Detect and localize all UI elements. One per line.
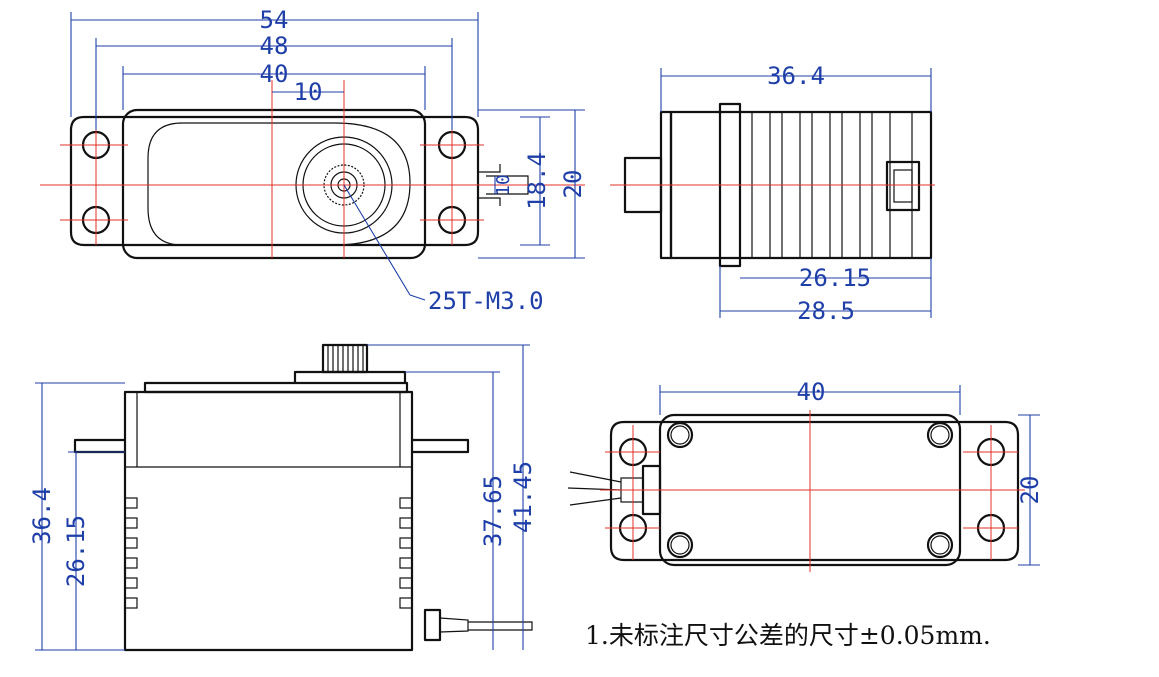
side-view-connector [885,160,921,212]
dim-label-18-4: 18.4 [523,152,551,210]
front-view-top-cap [143,381,409,394]
bottom-view-centerlines [600,410,1025,572]
bottom-view-screw-tl-inner [670,425,690,445]
side-view-dimensions [660,68,932,318]
bottom-view-screw-tl [666,421,694,449]
side-view-connector-inner [893,169,913,203]
front-view-spline-teeth [327,345,364,372]
top-view [40,12,585,301]
dim-label-37-65: 37.65 [479,475,507,547]
bottom-view-screw-bl-inner [670,535,690,555]
bottom-view-screw-tr-inner [930,425,950,445]
dimension-labels: 54 48 40 10 18.4 20 10 25T-M3.0 36.4 26.… [28,6,1044,587]
front-view-dimensions [35,344,530,651]
bottom-view-screw-tr [926,421,954,449]
dim-label-54: 54 [260,6,289,34]
dim-label-10-wire: 10 [493,174,514,196]
dim-label-41-45: 41.45 [509,461,537,533]
bottom-view-screw-bl [666,531,694,559]
front-view-vents-left [124,497,138,609]
side-view [610,68,935,318]
dim-label-20-top: 20 [559,170,587,199]
front-view-body [123,390,414,652]
dim-label-48: 48 [260,32,289,60]
dim-label-36-4-front: 36.4 [28,487,56,545]
front-view [35,343,533,652]
front-view-shaft-boss [293,370,407,383]
bottom-view-mounting-flange [609,420,1020,562]
top-view-mounting-flange [69,115,480,247]
top-view-dimensions [70,12,585,301]
dim-label-40-top: 40 [260,60,289,88]
front-view-flange-left [73,438,125,454]
front-view-spline [321,343,369,374]
bottom-view-screw-br-inner [930,535,950,555]
dim-label-26-15-front: 26.15 [62,515,90,587]
spline-label: 25T-M3.0 [428,287,544,315]
top-view-cap [147,122,411,246]
bottom-view-dimensions [659,385,1040,566]
dim-label-26-15-side: 26.15 [799,264,871,292]
bottom-view-wire [567,471,622,506]
tolerance-note: 1.未标注尺寸公差的尺寸±0.05mm. [585,621,991,650]
dim-label-40-bottom: 40 [797,378,826,406]
bottom-view-screw-br [926,531,954,559]
front-view-vents-right [399,497,413,609]
front-view-flange-right [412,438,470,454]
dim-label-10-offset: 10 [294,78,323,106]
dim-label-28-5: 28.5 [797,297,855,325]
dim-label-36-4-side: 36.4 [767,62,825,90]
top-view-centerlines [40,80,585,258]
front-view-wire [439,617,533,633]
dim-label-20-bottom: 20 [1016,476,1044,505]
front-view-wire-exit [423,608,442,642]
top-view-body [121,108,427,260]
bottom-view [567,385,1040,572]
